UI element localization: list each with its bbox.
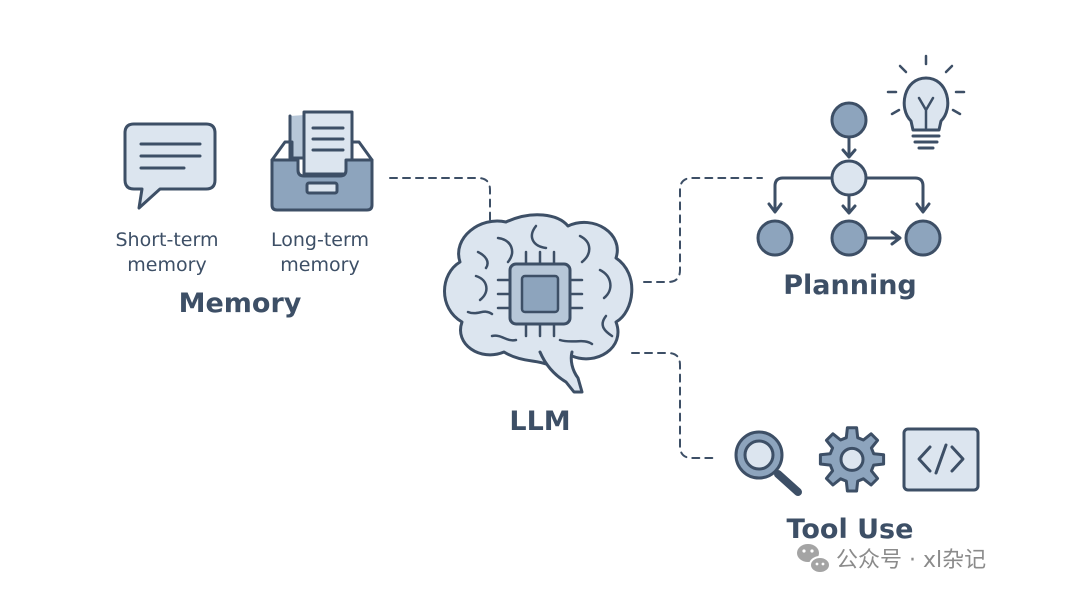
planning-tree-icon	[756, 101, 942, 257]
long-term-memory-label: Long-term memory	[271, 229, 369, 276]
code-icon	[902, 427, 980, 492]
llm-label: LLM	[509, 406, 571, 437]
watermark-text: 公众号 · xl杂记	[836, 548, 987, 573]
planning-title: Planning	[783, 270, 917, 301]
chip-icon	[496, 250, 584, 338]
search-icon	[734, 430, 802, 496]
wechat-icon	[797, 544, 831, 574]
memory-connector	[389, 177, 491, 223]
speech-bubble-icon	[123, 122, 217, 210]
planning-connector	[643, 177, 763, 283]
tool-use-connector	[631, 352, 719, 459]
watermark: 公众号 · xl杂记	[794, 540, 986, 576]
light-bulb-icon	[886, 54, 966, 150]
short-term-memory-label: Short-term memory	[115, 229, 219, 276]
connectors	[389, 177, 763, 459]
gear-icon	[818, 426, 886, 493]
tool-use-title: Tool Use	[786, 514, 914, 545]
memory-title: Memory	[178, 288, 302, 319]
archive-tray-icon	[270, 110, 374, 212]
